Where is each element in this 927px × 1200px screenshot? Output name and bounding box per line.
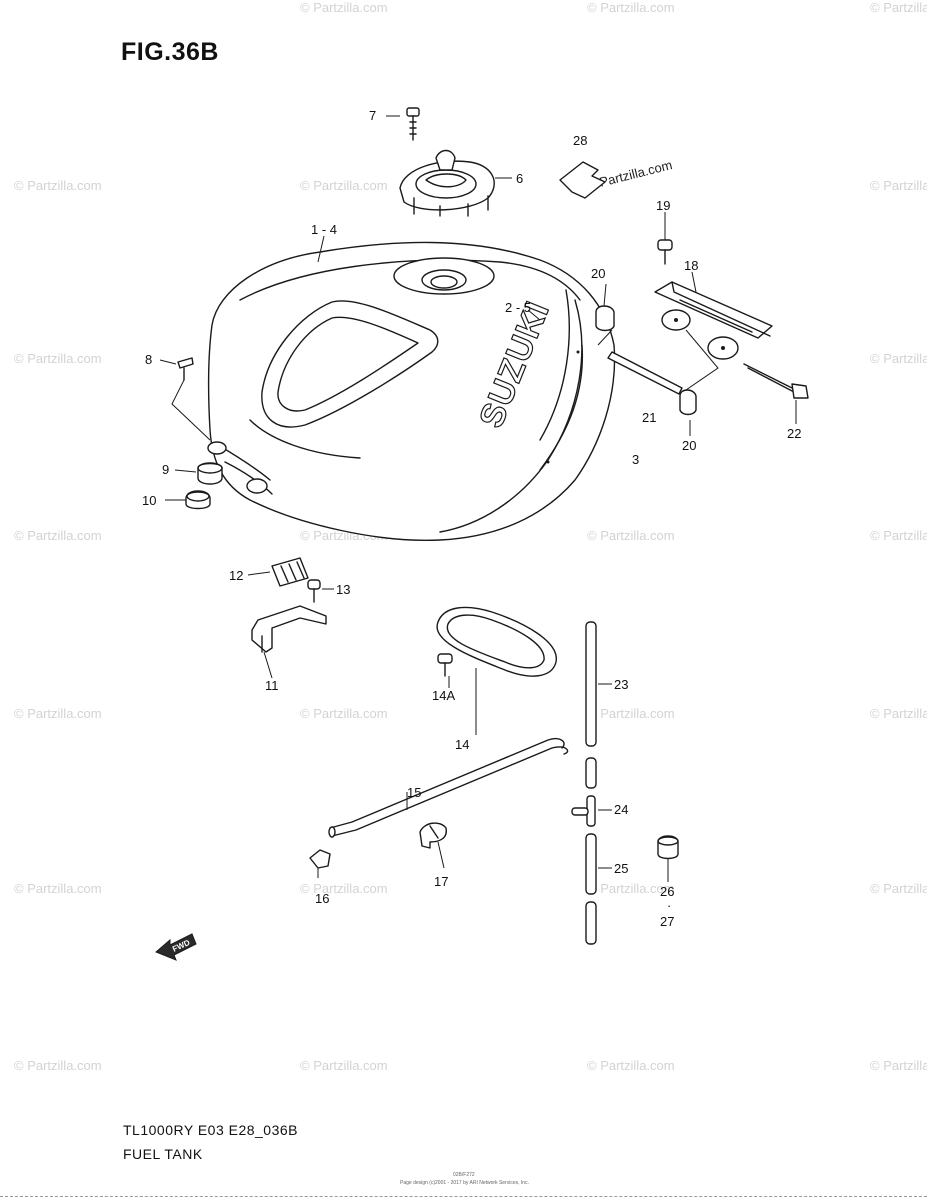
fuel-tank[interactable] [207,241,616,542]
callout-18: 18 [684,258,698,273]
watermark: © Partzilla.com [300,1058,388,1073]
fuel-hose[interactable] [328,738,569,838]
callout-22: 22 [787,426,801,441]
watermark: © Partzilla.com [14,706,102,721]
page-bottom-border [0,1196,927,1197]
callout-12: 12 [229,568,243,583]
bracket-bolt[interactable] [657,239,673,265]
callout-26: 26 [660,884,674,899]
callout-8: 8 [145,352,152,367]
grommet[interactable] [197,462,223,485]
watermark: © Partzilla.com [300,881,388,896]
watermark: © Partzilla.com [14,178,102,193]
watermark: © Partzilla.com [14,1058,102,1073]
hose-cap[interactable] [657,835,679,860]
section-name: FUEL TANK [123,1146,203,1162]
callout-21: 21 [642,410,656,425]
callout-23: 23 [614,677,628,692]
fine-print-notice: Page design (c)2001 - 2017 by ARI Networ… [400,1180,529,1186]
lower-cushion[interactable] [679,389,697,416]
callout-6: 6 [516,171,523,186]
callout-20-upper: 20 [591,266,605,281]
figure-title: FIG.36B [121,38,219,66]
upper-cushion[interactable] [595,305,615,332]
callout-17: 17 [434,874,448,889]
breather-hose-long[interactable] [585,621,597,747]
watermark: © Partzilla.com [14,351,102,366]
watermark: © Partzilla.com [587,706,675,721]
three-way-joint[interactable] [571,795,596,827]
watermark: © Partzilla.com [587,0,675,15]
side-bolt[interactable] [177,357,194,381]
watermark: © Partzilla.com [14,528,102,543]
hose-short-upper[interactable] [585,757,597,789]
callout-16: 16 [315,891,329,906]
breather-hose-mid[interactable] [585,833,597,895]
watermark: © Partzilla.com [870,1058,927,1073]
callout-26-27-separator: · [667,898,671,913]
watermark: © Partzilla.com [300,706,388,721]
fine-print-code: 02B/F272 [453,1172,475,1178]
callout-10: 10 [142,493,156,508]
callout-24: 24 [614,802,628,817]
collar-nut[interactable] [185,490,211,510]
watermark: © Partzilla.com [870,178,927,193]
callout-9: 9 [162,462,169,477]
callout-28: 28 [573,133,587,148]
watermark: © Partzilla.com [870,706,927,721]
watermark: © Partzilla.com [300,0,388,15]
model-code: TL1000RY E03 E28_036B [123,1122,299,1138]
hose-fitting[interactable] [309,849,331,869]
callout-7: 7 [369,108,376,123]
rear-bracket[interactable] [654,281,773,360]
callout-2-5: 2 - 5 [505,300,531,315]
fwd-arrow-icon: FWD [155,933,197,961]
callout-25: 25 [614,861,628,876]
callout-19: 19 [656,198,670,213]
watermark: © Partzilla.com [587,528,675,543]
pump-gasket[interactable] [436,606,557,677]
watermark: © Partzilla.com [870,881,927,896]
watermark: © Partzilla.com [587,881,675,896]
hinge-pin[interactable] [607,351,683,395]
callout-20-lower: 20 [682,438,696,453]
callout-13: 13 [336,582,350,597]
watermark: © Partzilla.com [14,881,102,896]
watermark: © Partzilla.com [587,1058,675,1073]
callout-labels: 7 6 28 1 - 4 19 18 20 2 - 5 8 21 20 22 3… [142,108,801,929]
mounting-bracket[interactable] [251,605,327,653]
callout-15: 15 [407,785,421,800]
hose-short-lower[interactable] [585,901,597,945]
stay-bolt[interactable] [307,579,321,603]
watermark: © Partzilla.com [870,528,927,543]
cap-bolt[interactable] [406,107,420,141]
watermark: © Partzilla.com [300,178,388,193]
fuel-cap[interactable] [399,149,495,217]
rubber-cushion-pad[interactable] [271,557,309,587]
hinge-bolt[interactable] [743,363,809,399]
watermark: © Partzilla.com [870,351,927,366]
callout-14a: 14A [432,688,455,703]
callout-27: 27 [660,914,674,929]
callout-3: 3 [632,452,639,467]
callout-1-4: 1 - 4 [311,222,337,237]
callout-11: 11 [265,678,279,693]
gasket-bolt[interactable] [437,653,453,677]
hose-clip[interactable] [419,822,447,849]
caution-label[interactable] [559,161,606,199]
callout-14: 14 [455,737,469,752]
watermark: © Partzilla.com [870,0,927,15]
